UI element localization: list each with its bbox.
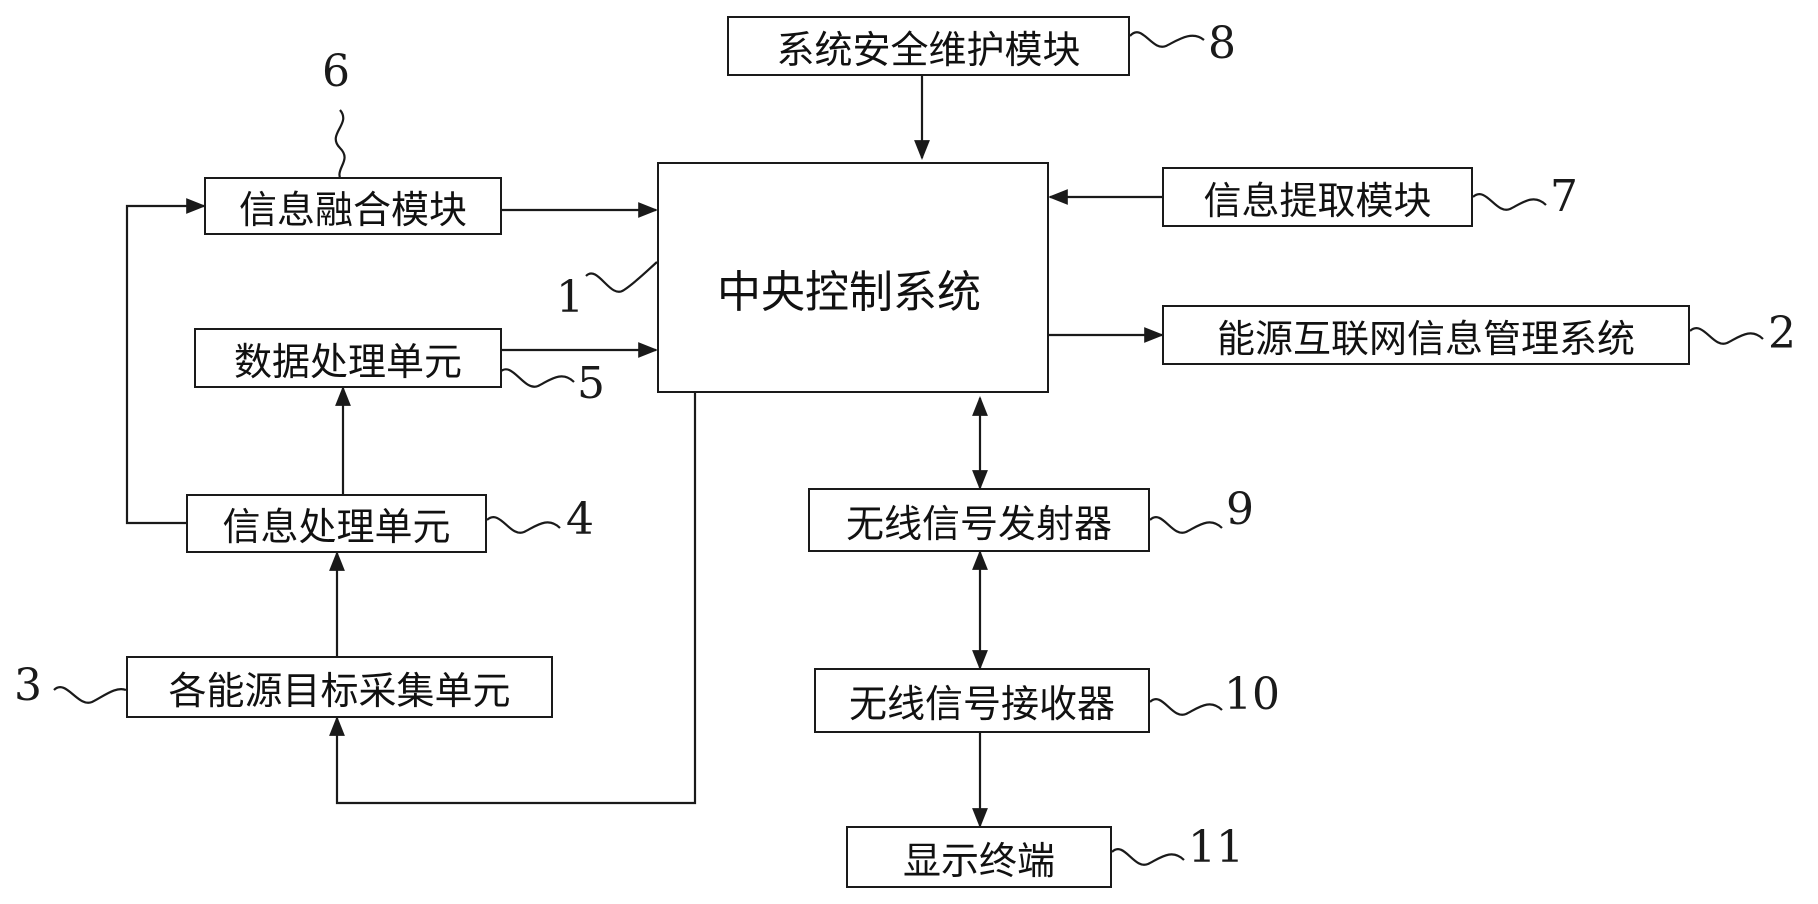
central-control-system-box: 中央控制系统 <box>657 162 1049 393</box>
ref-number-11: 11 <box>1188 822 1244 873</box>
collection-unit-label: 各能源目标采集单元 <box>168 668 511 713</box>
wireless-transmitter-box: 无线信号发射器 <box>808 488 1150 552</box>
leader-9 <box>1149 516 1223 534</box>
central-control-system-label: 中央控制系统 <box>717 267 981 318</box>
extraction-module-box: 信息提取模块 <box>1162 167 1473 227</box>
leader-11 <box>1111 848 1185 866</box>
data-processing-unit-label: 数据处理单元 <box>233 339 462 384</box>
leader-10 <box>1149 698 1223 716</box>
leader-6 <box>334 109 346 185</box>
wireless-receiver-label: 无线信号接收器 <box>848 682 1115 726</box>
display-terminal-box: 显示终端 <box>846 826 1112 888</box>
security-module-box: 系统安全维护模块 <box>727 16 1130 76</box>
leader-3 <box>53 686 127 704</box>
wireless-receiver-box: 无线信号接收器 <box>814 668 1150 733</box>
info-processing-unit-box: 信息处理单元 <box>186 494 487 553</box>
fusion-module-label: 信息融合模块 <box>238 187 467 232</box>
info-processing-unit-label: 信息处理单元 <box>222 505 451 549</box>
leader-7 <box>1472 193 1547 211</box>
ref-number-4: 4 <box>566 494 594 545</box>
ref-number-7: 7 <box>1550 171 1578 222</box>
data-processing-unit-box: 数据处理单元 <box>194 328 502 388</box>
arrow-infoproc-to-fusion <box>125 198 206 525</box>
leader-4 <box>486 516 561 534</box>
ref-number-6: 6 <box>322 46 350 97</box>
leader-5 <box>499 368 575 388</box>
fusion-module-box: 信息融合模块 <box>204 177 502 235</box>
ref-number-5: 5 <box>577 358 605 409</box>
ref-number-8: 8 <box>1208 18 1236 69</box>
ref-number-9: 9 <box>1226 484 1254 535</box>
ref-number-1: 1 <box>556 272 584 323</box>
collection-unit-box: 各能源目标采集单元 <box>126 656 553 718</box>
security-module-label: 系统安全维护模块 <box>776 27 1081 72</box>
leader-1 <box>585 261 658 293</box>
display-terminal-label: 显示终端 <box>902 838 1055 883</box>
energy-mgmt-system-label: 能源互联网信息管理系统 <box>1216 316 1635 361</box>
wireless-transmitter-label: 无线信号发射器 <box>845 501 1112 546</box>
energy-mgmt-system-box: 能源互联网信息管理系统 <box>1162 305 1690 365</box>
arrow-central-to-collection <box>329 393 697 805</box>
ref-number-10: 10 <box>1224 669 1280 720</box>
leader-8 <box>1129 31 1205 48</box>
extraction-module-label: 信息提取模块 <box>1203 178 1432 223</box>
leader-2 <box>1689 327 1764 345</box>
ref-number-3: 3 <box>14 660 42 711</box>
ref-number-2: 2 <box>1768 308 1796 359</box>
